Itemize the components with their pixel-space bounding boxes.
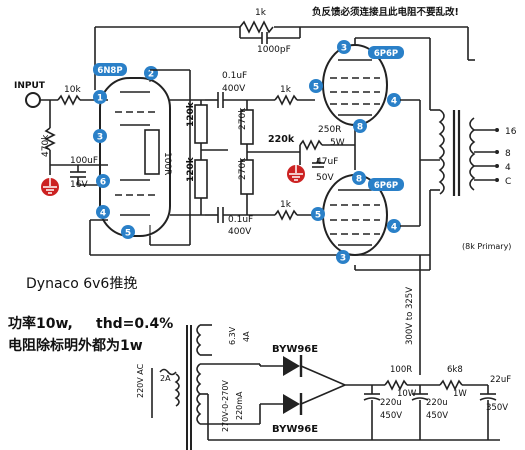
hv-range-label: 300V to 325V bbox=[405, 287, 415, 345]
bias-cap-voltage: 50V bbox=[316, 173, 334, 183]
rectifier-diode-upper bbox=[283, 355, 303, 377]
top-coupling-cap-label: 0.1uF bbox=[222, 71, 247, 81]
svg-text:8: 8 bbox=[356, 175, 362, 185]
diode-upper-label: BYW96E bbox=[272, 344, 318, 355]
pin-badge: 5 bbox=[121, 225, 135, 239]
svg-text:8: 8 bbox=[357, 123, 363, 133]
pin-badge: 4 bbox=[96, 205, 110, 219]
filter-resistor-a-power: 10W bbox=[397, 389, 417, 399]
pin-badge: 4 bbox=[387, 93, 401, 107]
feedback-warning-note: 负反馈必须连接且此电阻不要乱改! bbox=[312, 6, 459, 18]
lower-grid-stopper-label: 1k bbox=[280, 200, 292, 210]
svg-text:5: 5 bbox=[125, 229, 131, 239]
spec-thd: thd=0.4% bbox=[96, 316, 173, 332]
svg-text:5: 5 bbox=[313, 83, 319, 93]
tap-4-label: 4 bbox=[505, 163, 511, 173]
diode-lower-label: BYW96E bbox=[272, 424, 318, 435]
spec-resistor-note: 电阻除标明外都为1w bbox=[8, 337, 143, 354]
svg-text:4: 4 bbox=[391, 223, 397, 233]
lower-tube-badge bbox=[368, 178, 404, 191]
filter-cap-c-label: 22uF bbox=[490, 375, 511, 385]
bottom-coupling-cap-label: 0.1uF bbox=[228, 215, 253, 225]
filter-cap-b-voltage: 450V bbox=[426, 411, 448, 421]
input-resistor-label: 10k bbox=[64, 85, 81, 95]
filter-cap-c-voltage: 350V bbox=[486, 403, 508, 413]
svg-text:4: 4 bbox=[100, 209, 106, 219]
filter-resistor-a-label: 100R bbox=[390, 365, 412, 375]
tap-c-label: C bbox=[505, 177, 511, 187]
upper-tube-name: 6P6P bbox=[374, 49, 398, 59]
filter-cap-a-voltage: 450V bbox=[380, 411, 402, 421]
svg-text:2: 2 bbox=[148, 70, 154, 80]
plate-resistor-b-label: 120k bbox=[186, 156, 196, 182]
filter-cap-a-label: 220u bbox=[380, 398, 402, 408]
lower-tube-name: 6P6P bbox=[374, 181, 398, 191]
driver-tube-badge bbox=[93, 63, 127, 76]
pin-badge: 3 bbox=[93, 129, 107, 143]
plate-resistor-a-label: 120k bbox=[186, 101, 196, 127]
pin-badge: 5 bbox=[309, 79, 323, 93]
pin-badge: 8 bbox=[353, 119, 367, 133]
input-jack[interactable] bbox=[25, 92, 41, 108]
top-coupling-cap-voltage: 400V bbox=[222, 84, 246, 94]
svg-text:4: 4 bbox=[391, 97, 397, 107]
driver-tube bbox=[99, 70, 171, 237]
cathode-resistor-label: 100R bbox=[162, 152, 172, 175]
svg-text:3: 3 bbox=[97, 133, 103, 143]
tap-8-label: 8 bbox=[505, 149, 511, 159]
cathode-bias-resistor-label: 250R bbox=[318, 125, 341, 135]
cathode-cap-voltage: 16V bbox=[70, 180, 88, 190]
filter-resistor-b-power: 1W bbox=[453, 389, 467, 399]
spec-power: 功率10w, bbox=[8, 315, 73, 332]
ground-symbol bbox=[287, 165, 305, 183]
tap-16-label: 16 bbox=[505, 127, 517, 137]
rectifier-diode-lower bbox=[283, 393, 303, 415]
pin-badge: 6 bbox=[96, 174, 110, 188]
hv-winding-label: 270V-0-270V bbox=[221, 380, 230, 432]
heater-current-label: 4A bbox=[242, 331, 251, 342]
grid-resistor-label: 470k bbox=[41, 134, 51, 157]
feedback-network bbox=[94, 20, 475, 90]
svg-text:1: 1 bbox=[97, 94, 103, 104]
svg-text:6: 6 bbox=[100, 178, 106, 188]
pin-badge: 2 bbox=[144, 66, 158, 80]
input-label: INPUT bbox=[14, 81, 46, 91]
primary-impedance-label: (8k Primary) bbox=[462, 242, 511, 251]
fb-resistor-label: 1k bbox=[255, 8, 267, 18]
output-transformer bbox=[430, 109, 476, 196]
cathode-cap-label: 100uF bbox=[70, 156, 98, 166]
filter-cap-b-label: 220u bbox=[426, 398, 448, 408]
cathode-bias-resistor-power: 5W bbox=[330, 138, 345, 148]
pin-badge: 8 bbox=[352, 171, 366, 185]
ac-input-label: 220V AC bbox=[136, 363, 145, 398]
svg-text:3: 3 bbox=[341, 44, 347, 54]
pin-badge: 1 bbox=[93, 90, 107, 104]
grid-resistor-b-label: 270k bbox=[238, 157, 248, 180]
fb-cap-label: 1000pF bbox=[257, 45, 291, 55]
upper-tube-badge bbox=[368, 46, 404, 59]
hv-winding-current: 220mA bbox=[235, 391, 244, 420]
bias-cap-label: 47uF bbox=[316, 157, 338, 167]
ground-symbol bbox=[41, 178, 59, 196]
pin-badge: 4 bbox=[387, 219, 401, 233]
bias-resistor-label: 220k bbox=[268, 134, 295, 145]
bottom-coupling-cap-voltage: 400V bbox=[228, 227, 252, 237]
svg-text:3: 3 bbox=[340, 254, 346, 264]
filter-resistor-b-label: 6k8 bbox=[447, 365, 463, 375]
pin-badge: 3 bbox=[336, 250, 350, 264]
grid-resistor-a-label: 270k bbox=[238, 107, 248, 130]
heater-voltage-label: 6.3V bbox=[228, 326, 237, 345]
circuit-title: Dynaco 6v6推挽 bbox=[26, 276, 137, 292]
driver-tube-name: 6N8P bbox=[97, 66, 122, 76]
pin-badge: 5 bbox=[311, 207, 325, 221]
upper-grid-stopper-label: 1k bbox=[280, 85, 292, 95]
pin-badge: 3 bbox=[337, 40, 351, 54]
fuse-label: 2A bbox=[160, 374, 171, 383]
svg-text:5: 5 bbox=[315, 211, 321, 221]
